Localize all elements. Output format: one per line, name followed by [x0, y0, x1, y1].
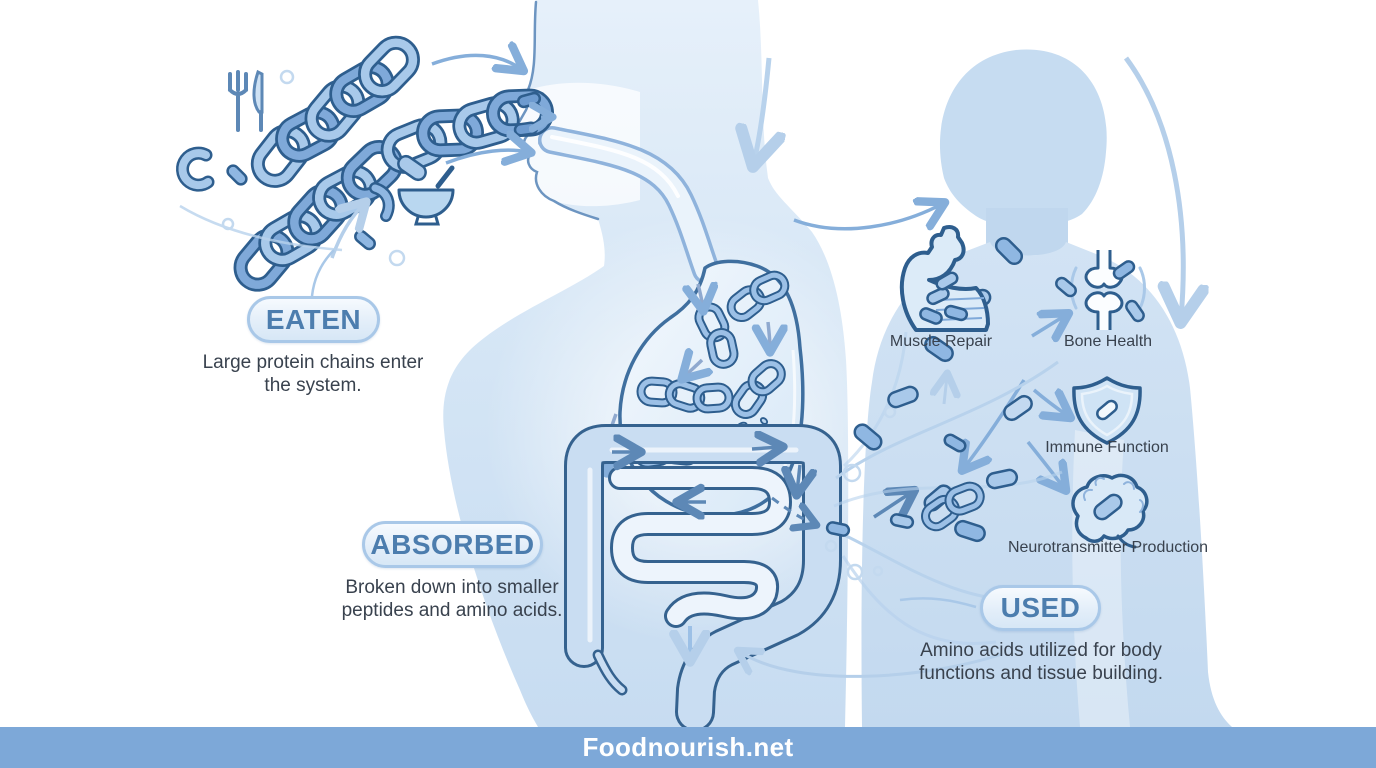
- benefit-label-neurotransmitter-production: Neurotransmitter Production: [1007, 539, 1209, 556]
- brain-icon: [1071, 473, 1149, 549]
- badge-leader-lines: [310, 249, 977, 609]
- bowl-icon: [397, 165, 455, 226]
- transit-arrows: [612, 447, 800, 502]
- footer-bar: Foodnourish.net: [0, 727, 1376, 768]
- stage-description-eaten: Large protein chains enter the system.: [202, 352, 424, 396]
- peptide-fragments: [176, 90, 543, 253]
- stage-badge-absorbed: ABSORBED: [362, 521, 543, 568]
- bone-joint-icon: [1052, 250, 1148, 330]
- stage-description-absorbed: Broken down into smaller peptides and am…: [341, 577, 563, 621]
- bubble-circles: [221, 69, 897, 581]
- intestines: [564, 424, 842, 732]
- flow-arrows: [330, 55, 1183, 678]
- bicep-icon: [899, 225, 990, 332]
- benefit-label-bone-health: Bone Health: [1063, 333, 1153, 350]
- fork-knife-icon: [228, 69, 264, 132]
- esophagus: [538, 126, 720, 284]
- stage-badge-used: USED: [980, 585, 1101, 631]
- stage-badge-eaten: EATEN: [247, 296, 380, 343]
- benefit-label-immune-function: Immune Function: [1045, 439, 1169, 456]
- shield-icon: [1072, 376, 1142, 445]
- benefit-label-muscle-repair: Muscle Repair: [889, 333, 993, 350]
- stage-description-used: Amino acids utilized for body functions …: [919, 640, 1163, 684]
- watermark-text: Foodnourish.net: [582, 732, 794, 762]
